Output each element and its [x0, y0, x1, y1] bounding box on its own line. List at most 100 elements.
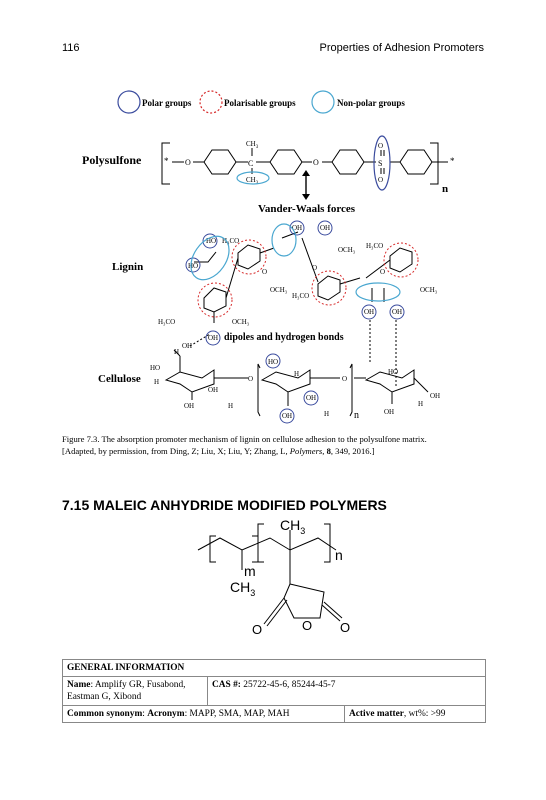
lignin-ho-2: HO	[188, 262, 198, 270]
lignin-polarisable-ring-1	[231, 239, 267, 275]
struct-o-ring: O	[302, 618, 312, 633]
struct-n: n	[335, 547, 343, 563]
active-matter-cell: Active matter, wt%: >99	[344, 705, 486, 723]
lignin-polarisable-ring-3	[311, 270, 347, 306]
struct-o-left: O	[252, 622, 262, 637]
cell-ho-2: HO	[268, 358, 278, 366]
cell-h-6: H	[418, 400, 423, 408]
lignin-o-3: O	[380, 268, 385, 276]
lignin-o-2: O	[312, 264, 317, 272]
lignin-nonpolar-ring-2	[271, 223, 297, 257]
lignin-h3co-4: H₃CO	[158, 318, 175, 326]
poly-c: C	[248, 159, 253, 168]
label-lignin: Lignin	[112, 261, 143, 273]
cell-ho-1: HO	[150, 364, 160, 372]
cell-h-3: H	[228, 402, 233, 410]
cell-o-2: O	[342, 375, 347, 383]
poly-o-top: O	[378, 142, 383, 150]
lignin-polar-ring-oh1	[289, 220, 305, 236]
label-polysulfone: Polysulfone	[82, 153, 142, 167]
poly-s: S	[378, 159, 382, 168]
cellulose-structure	[164, 349, 429, 417]
label-dipoles: dipoles and hydrogen bonds	[224, 332, 344, 343]
lignin-polar-ring-ho1	[202, 233, 218, 249]
cell-oh-3: OH	[184, 402, 194, 410]
poly-o-2: O	[313, 158, 319, 167]
lignin-oh-2: OH	[320, 224, 330, 232]
lignin-oh-3: OH	[364, 308, 374, 316]
lignin-polar-ring-oh4	[389, 304, 405, 320]
cell-oh-1: OH	[182, 342, 192, 350]
poly-star-left: *	[164, 156, 169, 166]
lignin-oh-4: OH	[392, 308, 402, 316]
polar-legend-icon	[117, 90, 141, 114]
lignin-nonpolar-ring-3	[355, 282, 401, 302]
lignin-och3-4: OCH₃	[232, 318, 250, 326]
cell-h-4: H	[294, 370, 299, 378]
general-information-table: GENERAL INFORMATION Name: Amplify GR, Fu…	[62, 659, 486, 723]
cell-oh-7: OH	[384, 408, 394, 416]
nonpolar-legend-icon	[311, 90, 335, 114]
figure-caption: Figure 7.3. The absorption promoter mech…	[62, 433, 486, 457]
cell-h-2: H	[154, 378, 159, 386]
struct-m: m	[244, 563, 256, 579]
struct-ch3-bottom: CH3	[230, 579, 255, 598]
section-title: 7.15 MALEIC ANHYDRIDE MODIFIED POLYMERS	[62, 497, 387, 513]
cell-oh-6: OH	[430, 392, 440, 400]
struct-ch3-top: CH3	[280, 518, 305, 536]
cell-oh-2: OH	[208, 386, 218, 394]
cell-oh-4: OH	[306, 394, 316, 402]
lignin-o-1: O	[262, 268, 267, 276]
polysulfone-nonpolar-ring	[236, 171, 270, 185]
poly-o-bottom: O	[378, 176, 383, 184]
lignin-polar-ring-oh2	[317, 220, 333, 236]
lignin-nonpolar-ring-1	[190, 235, 230, 281]
maleic-anhydride-structure: CH3 n m CH3 O O O	[197, 518, 350, 637]
cell-h-5: H	[324, 410, 329, 418]
lignin-h3co-1: H₃CO	[222, 237, 239, 245]
lignin-ho-1: HO	[206, 237, 216, 245]
table-title: GENERAL INFORMATION	[62, 659, 486, 677]
polysulfone-polar-ring	[373, 135, 391, 191]
running-title: Properties of Adhesion Promoters	[319, 42, 484, 54]
lignin-structure	[194, 231, 413, 323]
cas-cell: CAS #: 25722-45-6, 85244-45-7	[207, 676, 486, 706]
lignin-och3-1: OCH₃	[338, 246, 356, 254]
label-cellulose: Cellulose	[98, 373, 141, 385]
struct-o-right: O	[340, 620, 350, 635]
cell-h-1: H	[174, 348, 179, 356]
lignin-och3-2: OCH₃	[270, 286, 288, 294]
synonym-cell: Common synonym: Acronym: MAPP, SMA, MAP,…	[62, 705, 345, 723]
lignin-och3-3: OCH₃	[420, 286, 438, 294]
cell-o-1: O	[248, 375, 253, 383]
legend-nonpolar: Non-polar groups	[337, 98, 405, 108]
caption-line-2: [Adapted, by permission, from Ding, Z; L…	[62, 446, 375, 456]
lignin-polarisable-ring-2	[197, 282, 233, 318]
lignin-h3co-3: H₃CO	[292, 292, 309, 300]
cell-polar-ring-2	[303, 390, 319, 406]
lignin-polar-ring-oh5	[205, 330, 221, 346]
lignin-polar-ring-oh3	[361, 304, 377, 320]
poly-ch3-top: CH3	[246, 140, 259, 150]
polarisable-legend-icon	[199, 90, 223, 114]
cell-polar-ring-3	[279, 408, 295, 424]
name-cell: Name: Amplify GR, Fusabond, Eastman G, X…	[62, 676, 208, 706]
cell-oh-5: OH	[282, 412, 292, 420]
polysulfone-structure	[161, 142, 448, 185]
caption-line-1: Figure 7.3. The absorption promoter mech…	[62, 434, 427, 444]
cell-n: n	[354, 410, 359, 421]
lignin-oh-5: OH	[208, 334, 218, 342]
legend-polar: Polar groups	[142, 98, 192, 108]
poly-n: n	[442, 183, 448, 195]
lignin-h3co-2: H₃CO	[366, 242, 383, 250]
adhesion-mechanism-figure: Polar groups Polarisable groups Non-pola…	[82, 90, 455, 424]
poly-o-1: O	[185, 158, 191, 167]
label-vdw: Vander-Waals forces	[258, 203, 356, 215]
legend-polarisable: Polarisable groups	[224, 98, 296, 108]
poly-star-right: *	[450, 156, 455, 166]
cell-ho-3: HO	[388, 368, 398, 376]
lignin-oh-1: OH	[292, 224, 302, 232]
cell-polar-ring-1	[265, 353, 281, 369]
lignin-polar-ring-ho2	[185, 257, 201, 273]
page-number: 116	[62, 42, 80, 54]
